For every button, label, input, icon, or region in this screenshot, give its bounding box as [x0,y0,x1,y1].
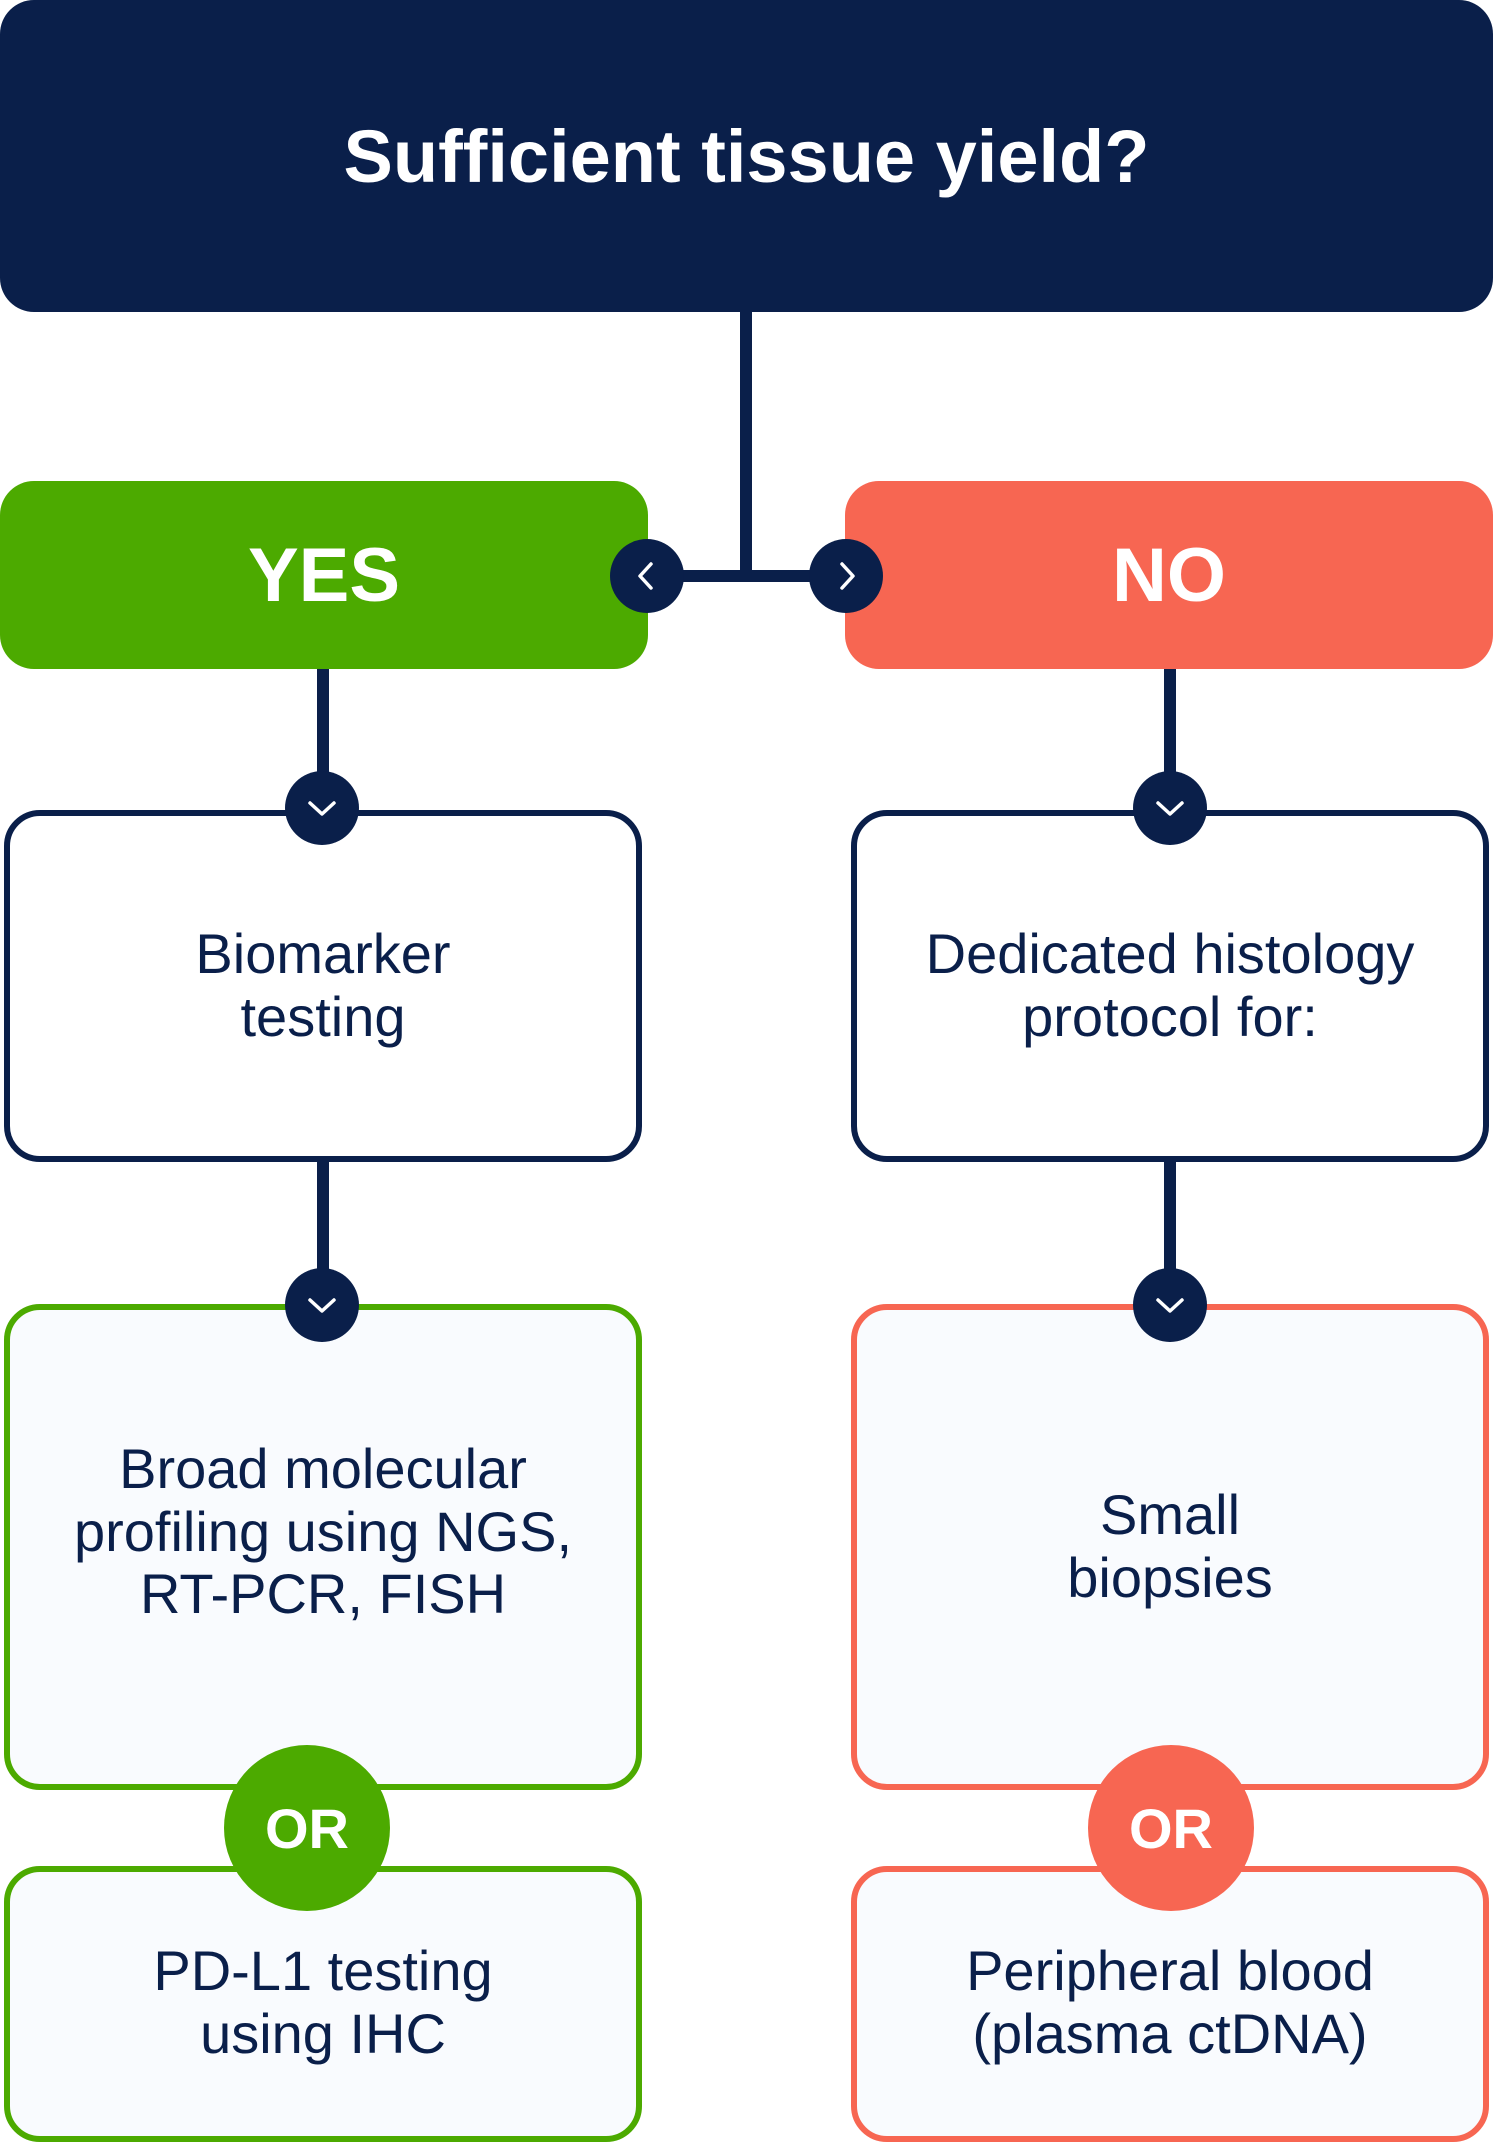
chevron-down-icon [308,801,336,816]
no-option-a-text: Small biopsies [1067,1483,1273,1609]
chevron-down-icon [1156,1298,1184,1313]
yes-chevron-down-bubble-1 [285,771,359,845]
yes-option-a-box: Broad molecular profiling using NGS, RT-… [4,1304,642,1790]
no-option-b-text: Peripheral blood (plasma ctDNA) [966,1939,1374,2065]
chevron-down-icon [308,1298,336,1313]
no-or-text: OR [1129,1796,1213,1860]
yes-or-text: OR [265,1796,349,1860]
yes-branch-label: YES [0,481,648,669]
no-step-text: Dedicated histology protocol for: [925,922,1415,1048]
no-chevron-down-bubble-1 [1133,771,1207,845]
no-option-a-box: Small biopsies [851,1304,1489,1790]
question-text: Sufficient tissue yield? [343,114,1150,198]
yes-chevron-down-bubble-2 [285,1268,359,1342]
yes-or-badge: OR [224,1745,390,1911]
no-branch-label: NO [845,481,1493,669]
yes-step-box: Biomarker testing [4,810,642,1162]
yes-step-text: Biomarker testing [195,922,451,1048]
yes-option-a-text: Broad molecular profiling using NGS, RT-… [73,1436,572,1626]
chevron-down-icon [1156,801,1184,816]
chevron-left-icon [638,562,653,590]
no-option-b-box: Peripheral blood (plasma ctDNA) [851,1866,1489,2142]
question-header: Sufficient tissue yield? [0,0,1493,312]
chevron-left-bubble [610,539,684,613]
chevron-right-icon [840,562,855,590]
yes-option-b-text: PD-L1 testing using IHC [153,1939,493,2065]
yes-option-b-box: PD-L1 testing using IHC [4,1866,642,2142]
no-label-text: NO [1112,532,1226,618]
no-step-box: Dedicated histology protocol for: [851,810,1489,1162]
yes-label-text: YES [247,532,401,618]
chevron-right-bubble [809,539,883,613]
no-chevron-down-bubble-2 [1133,1268,1207,1342]
no-or-badge: OR [1088,1745,1254,1911]
